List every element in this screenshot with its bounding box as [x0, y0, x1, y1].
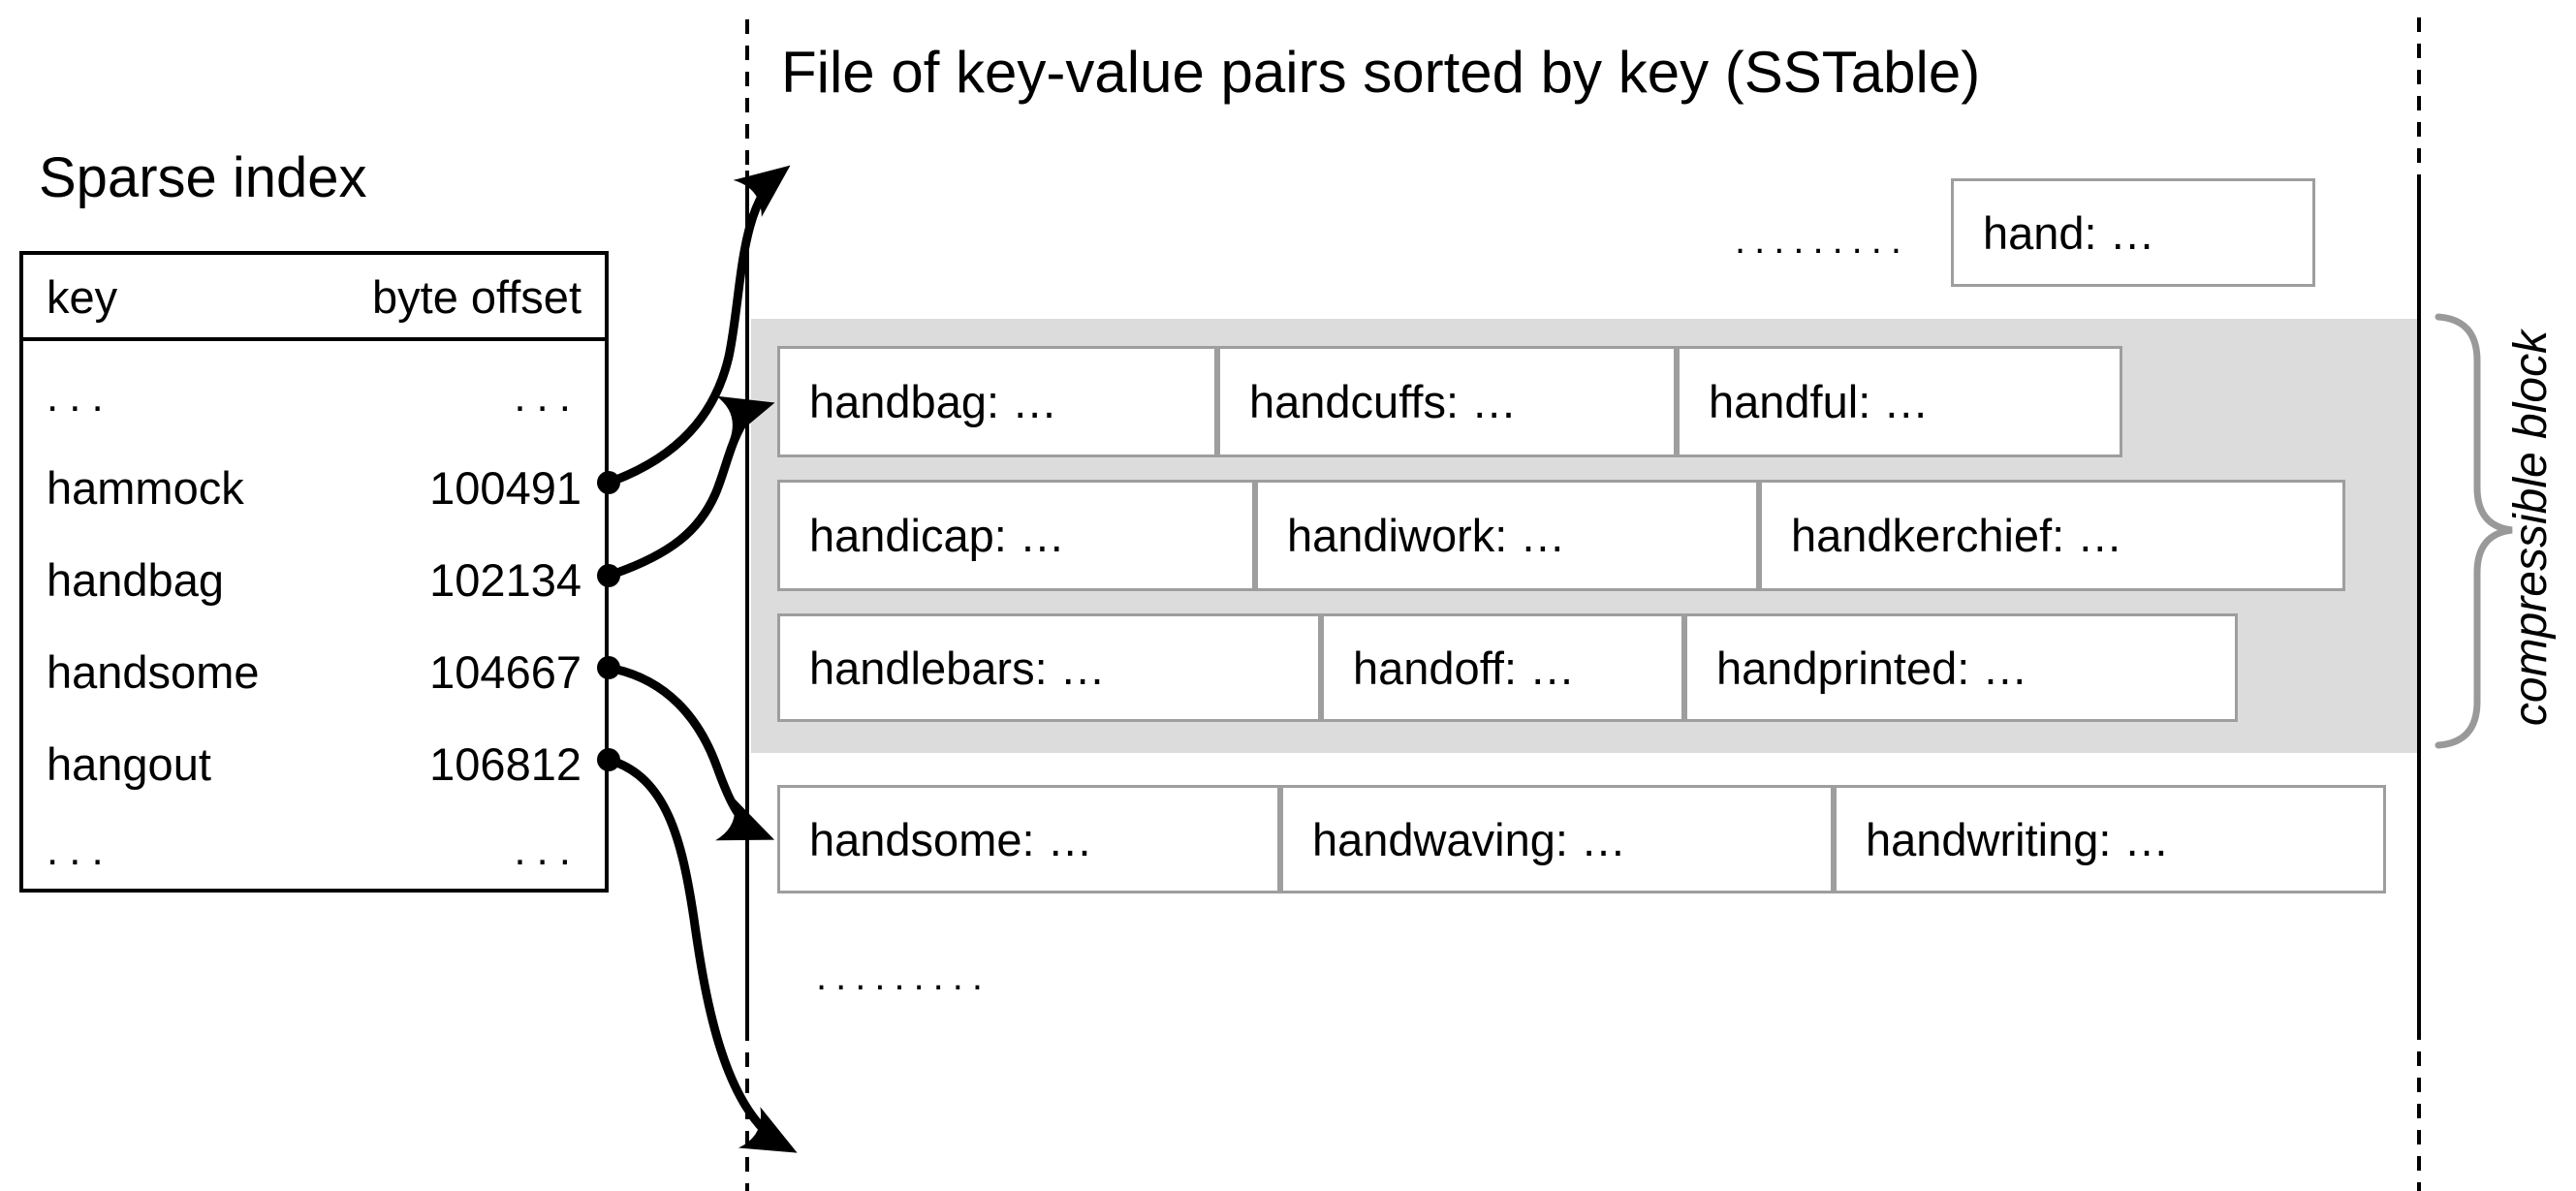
kv-box-hand: hand: … — [1951, 178, 2315, 287]
index-header-byte-offset: byte offset — [372, 270, 581, 323]
kv-text: handwaving: … — [1312, 813, 1626, 865]
kv-box-handoff: handoff: … — [1321, 613, 1684, 722]
index-table-header: key byte offset — [47, 268, 581, 325]
kv-text: handlebars: … — [809, 642, 1106, 694]
key-cell: handsome — [47, 645, 260, 698]
kv-text: handful: … — [1709, 376, 1930, 427]
compressible-block-brace — [2435, 313, 2513, 749]
offset-cell: 106812 — [429, 737, 581, 790]
sparse-index-title: Sparse index — [39, 146, 367, 209]
kv-box-handkerchief: handkerchief: … — [1759, 480, 2345, 591]
offset-cell: ... — [514, 373, 581, 421]
offset-cell: 100491 — [429, 461, 581, 514]
kv-box-handwaving: handwaving: … — [1280, 785, 1834, 893]
kv-text: hand: … — [1983, 206, 2155, 259]
kv-text: handprinted: … — [1716, 642, 2028, 694]
kv-box-handprinted: handprinted: … — [1684, 613, 2238, 722]
kv-box-handful: handful: … — [1677, 346, 2122, 457]
index-row-hangout: hangout 106812 — [47, 736, 581, 792]
kv-box-handbag: handbag: … — [777, 346, 1217, 457]
kv-box-handcuffs: handcuffs: … — [1217, 346, 1677, 457]
kv-box-handlebars: handlebars: … — [777, 613, 1321, 722]
kv-box-handsome: handsome: … — [777, 785, 1280, 893]
key-cell: hangout — [47, 737, 211, 790]
kv-text: handwriting: … — [1866, 813, 2170, 865]
key-cell: ... — [47, 373, 114, 421]
index-row-handsome: handsome 104667 — [47, 643, 581, 700]
kv-text: handoff: … — [1353, 642, 1576, 694]
index-row-handbag: handbag 102134 — [47, 551, 581, 608]
kv-text: handcuffs: … — [1249, 376, 1518, 427]
file-title: File of key-value pairs sorted by key (S… — [781, 40, 1981, 105]
key-cell: hammock — [47, 461, 244, 514]
index-row-hammock: hammock 100491 — [47, 459, 581, 516]
index-header-key: key — [47, 270, 118, 323]
kv-box-handicap: handicap: … — [777, 480, 1255, 591]
offset-arrow-hammock — [604, 165, 791, 487]
kv-box-handiwork: handiwork: … — [1255, 480, 1759, 591]
index-row-ellipsis-bottom: ... ... — [47, 823, 581, 879]
key-cell: handbag — [47, 553, 224, 606]
kv-box-handwriting: handwriting: … — [1834, 785, 2386, 893]
kv-text: handicap: … — [809, 510, 1065, 561]
ellipsis-top: ......... — [1735, 219, 1911, 262]
kv-text: handbag: … — [809, 376, 1058, 427]
index-header-divider — [23, 337, 605, 341]
kv-text: handkerchief: … — [1791, 510, 2123, 561]
kv-text: handiwork: … — [1287, 510, 1566, 561]
index-row-ellipsis-top: ... ... — [47, 369, 581, 425]
offset-cell: 104667 — [429, 645, 581, 698]
offset-arrow-handbag — [604, 395, 775, 580]
offset-cell: 102134 — [429, 553, 581, 606]
offset-arrow-handsome — [604, 663, 775, 841]
key-cell: ... — [47, 827, 114, 874]
offset-cell: ... — [514, 827, 581, 874]
sparse-index-table: key byte offset ... ... hammock 100491 h… — [19, 251, 609, 893]
offset-arrow-hangout — [604, 755, 798, 1153]
kv-text: handsome: … — [809, 813, 1093, 865]
ellipsis-bottom: ......... — [816, 956, 992, 998]
